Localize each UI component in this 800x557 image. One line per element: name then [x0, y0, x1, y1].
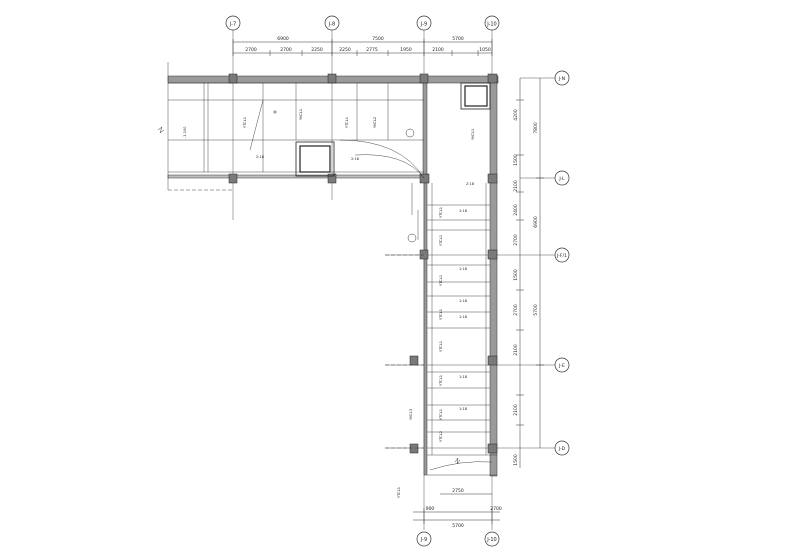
note-5: YKCL1 [471, 129, 475, 140]
dim-top-11: 1050 [479, 47, 491, 53]
axis-right-jf1: J-F/1 [556, 253, 567, 259]
walls [167, 75, 499, 477]
axis-right-jl: J-L [558, 176, 565, 182]
note-11: YTCL1 [439, 375, 443, 386]
annotation-notes: YTCL1 YKCL1 YTCL1 YKCL2 YKCL1 YTCL1 YTCL… [243, 109, 475, 498]
axis-top-j8: J-8 [328, 22, 335, 28]
top-axis-bubbles [225, 15, 500, 31]
note-1: YTCL1 [243, 117, 247, 128]
dim-right-inner-10: 1500 [513, 454, 519, 466]
dim-bottom-1: 900 [426, 506, 435, 512]
hnote-4: 1:18 [459, 315, 468, 319]
axis-right-jn: J-N [558, 76, 565, 82]
columns [228, 73, 498, 454]
hnote-1: 1:18 [459, 209, 468, 213]
hnote-6: 1:18 [459, 407, 468, 411]
note-13: YTCL2 [439, 431, 443, 442]
dim-right-inner-9: 2100 [513, 404, 519, 416]
elevation-label-left: -1.100 [183, 126, 187, 138]
dim-right-outer-3: 5700 [533, 304, 539, 316]
dim-top-5: 2700 [280, 47, 292, 53]
dim-right-inner-6: 1500 [513, 269, 519, 281]
dim-right-outer-1: 7800 [533, 122, 539, 134]
horizontal-notes: 1:18 1:18 1:18 1:18 1:18 1:18 2:18 2:18 … [256, 155, 475, 411]
hnote-5: 1:18 [459, 375, 468, 379]
note-3: YTCL1 [345, 117, 349, 128]
dim-top-1: 6900 [277, 36, 289, 42]
dim-top-2: 7500 [372, 36, 384, 42]
dim-right-inner-8: 2100 [513, 344, 519, 356]
note-15: YTCL1 [397, 487, 401, 498]
dim-bottom-2: 2700 [490, 506, 502, 512]
hnote-2: 1:18 [459, 267, 468, 271]
dim-right-inner-4: 2400 [513, 204, 519, 216]
dim-bottom-total: 5700 [452, 523, 464, 529]
note-14: YKCL3 [409, 409, 413, 420]
top-dimension-chain [232, 39, 493, 56]
axis-top-j10: J-10 [486, 22, 496, 28]
note-9: YTCL1 [439, 309, 443, 320]
dim-top-10: 2100 [432, 47, 444, 53]
dim-top-3: 5700 [452, 36, 464, 42]
dim-right-inner-2: 1500 [513, 154, 519, 166]
axis-top-j7: J-7 [229, 22, 236, 28]
dim-top-8: 2775 [366, 47, 378, 53]
grid-lines [232, 30, 562, 530]
dim-top-4: 2700 [245, 47, 257, 53]
axis-right-jd: J-D [558, 446, 566, 452]
hnote-9: 2:18 [466, 182, 475, 186]
axis-bottom-j9: J-9 [420, 537, 427, 543]
note-10: YTCL1 [439, 341, 443, 352]
axis-right-je: J-E [558, 363, 565, 369]
note-7: YTCL1 [439, 235, 443, 246]
axis-bottom-j10: J-10 [486, 537, 496, 543]
vertical-arm-lines [168, 183, 497, 476]
shaft-boxes [295, 82, 491, 177]
dim-bottom-inner: 2750 [452, 488, 464, 494]
note-8: YTCL1 [439, 275, 443, 286]
top-dimension-text: 6900 7500 5700 2700 2700 2250 2250 2775 … [245, 36, 491, 53]
note-12: YTCL1 [439, 409, 443, 420]
dim-top-6: 2250 [311, 47, 323, 53]
hnote-7: 2:18 [351, 157, 360, 161]
bottom-dimension-chain [413, 493, 500, 524]
note-6: YTCL1 [439, 207, 443, 218]
dim-right-inner-7: 2700 [513, 304, 519, 316]
dim-right-inner-5: 2700 [513, 234, 519, 246]
axis-top-j9: J-9 [420, 22, 427, 28]
dim-right-inner-3: 2100 [513, 180, 519, 192]
note-2: YKCL1 [299, 109, 303, 120]
note-4: YKCL2 [373, 117, 377, 128]
bottom-axis-bubbles [416, 531, 500, 547]
dim-right-inner-1: 4200 [513, 109, 519, 121]
right-dimension-chain [516, 78, 544, 468]
right-dimension-text: 7800 6900 5700 4200 1500 2100 2400 2700 … [513, 109, 539, 466]
hnote-8: 2:18 [256, 155, 265, 159]
dim-top-9: 1950 [400, 47, 412, 53]
dim-top-7: 2250 [339, 47, 351, 53]
hnote-3: 1:18 [459, 299, 468, 303]
dim-right-outer-2: 6900 [533, 216, 539, 228]
break-markers [157, 110, 461, 465]
right-axis-bubbles [554, 70, 570, 456]
section-callouts [405, 128, 417, 243]
